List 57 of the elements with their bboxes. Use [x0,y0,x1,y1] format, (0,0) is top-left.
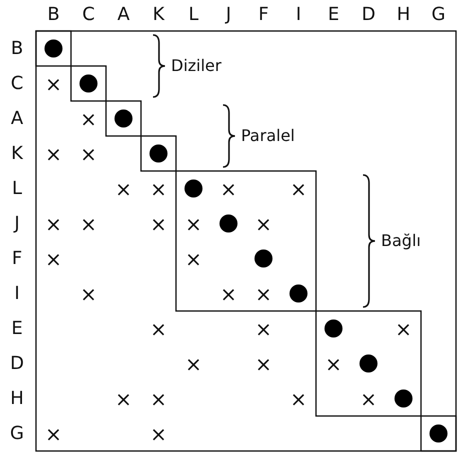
row-header: K [11,144,23,162]
cross-mark: × [45,248,62,268]
cross-mark: × [395,318,412,338]
cross-mark: × [185,248,202,268]
column-header: L [188,6,199,24]
cross-mark: × [255,214,272,234]
cross-mark: × [255,354,272,374]
cross-mark: × [115,388,132,408]
column-header: I [296,6,302,24]
cross-mark: × [150,178,167,198]
cross-mark: × [80,284,97,304]
column-header: B [47,6,60,24]
group-label: Diziler [171,58,222,74]
cross-mark: × [150,388,167,408]
row-header: H [10,390,24,408]
row-header: C [10,74,24,92]
cross-mark: × [185,354,202,374]
cross-mark: × [290,388,307,408]
cross-mark: × [220,284,237,304]
column-header: C [82,6,95,24]
row-header: D [10,354,24,372]
column-header: G [432,6,446,24]
cross-mark: × [150,424,167,444]
cross-mark: × [325,354,342,374]
cross-mark: × [45,74,62,94]
row-header: L [12,180,22,198]
cross-mark: × [45,424,62,444]
cross-mark: × [45,144,62,164]
column-header: F [258,6,269,24]
row-header: J [14,214,20,232]
column-header: E [328,6,340,24]
row-header: G [10,424,24,442]
cross-mark: × [80,144,97,164]
column-header: H [396,6,410,24]
group-label: Bağlı [381,233,421,249]
column-header: J [226,6,232,24]
cross-mark: × [80,108,97,128]
cross-mark: × [220,178,237,198]
cross-mark: × [255,284,272,304]
row-header: F [12,250,22,268]
cross-mark: × [80,214,97,234]
row-header: B [10,40,24,58]
row-header: I [14,284,20,302]
cross-mark: × [255,318,272,338]
cross-mark: × [360,388,377,408]
cross-mark: × [290,178,307,198]
cross-mark: × [150,214,167,234]
cross-mark: × [115,178,132,198]
group-label: Paralel [241,128,295,144]
column-header: D [362,6,376,24]
cross-mark: × [150,318,167,338]
column-header: A [117,6,130,24]
row-header: E [11,320,23,338]
cross-mark: × [45,214,62,234]
column-header: K [152,6,164,24]
cross-mark: × [185,214,202,234]
row-header: A [10,110,24,128]
